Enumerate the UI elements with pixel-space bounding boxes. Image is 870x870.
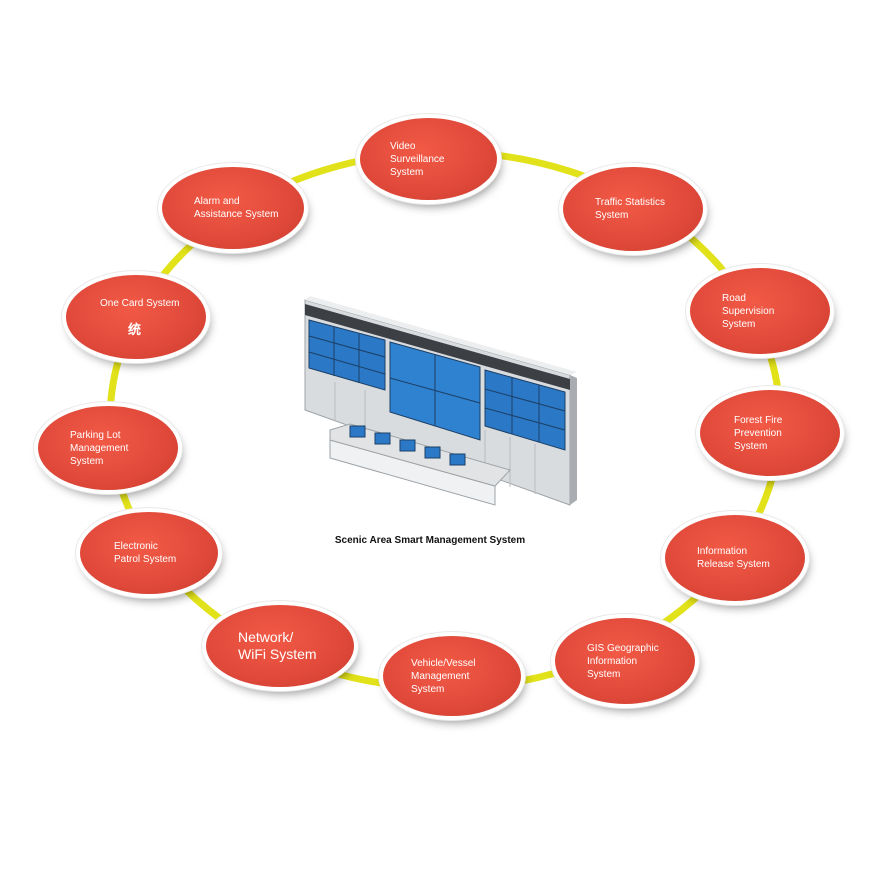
node-label: Vehicle/Vessel Management System [411,657,521,696]
node-label: Video Surveillance System [390,140,497,179]
node-parking-lot-management: Parking Lot Management System [38,406,178,490]
node-one-card: One Card System 统 [66,275,206,359]
node-forest-fire-prevention: Forest Fire Prevention System [700,390,840,476]
node-label: Forest Fire Prevention System [734,414,840,453]
node-traffic-statistics: Traffic Statistics System [563,167,703,251]
node-video-surveillance: Video Surveillance System [360,118,497,200]
node-label: Alarm and Assistance System [194,195,304,221]
node-network-wifi: Network/ WiFi System [206,605,354,687]
node-label: One Card System [100,297,206,310]
node-label: Information Release System [697,545,805,571]
node-vehicle-vessel-management: Vehicle/Vessel Management System [383,636,521,716]
node-glyph: 统 [100,319,206,338]
node-information-release: Information Release System [665,515,805,601]
diagram-center-title: Scenic Area Smart Management System [300,535,560,546]
node-label: Traffic Statistics System [595,196,703,222]
node-alarm-assistance: Alarm and Assistance System [162,167,304,249]
node-gis-geographic-information: GIS Geographic Information System [555,618,695,704]
node-label: GIS Geographic Information System [587,642,695,681]
node-label: Network/ WiFi System [238,629,354,663]
node-label: Parking Lot Management System [70,429,178,468]
node-label: Electronic Patrol System [114,540,218,566]
node-road-supervision: Road Supervision System [690,268,830,354]
control-room-video-wall-illustration [295,290,585,515]
node-label: Road Supervision System [722,292,830,331]
node-electronic-patrol: Electronic Patrol System [80,512,218,594]
